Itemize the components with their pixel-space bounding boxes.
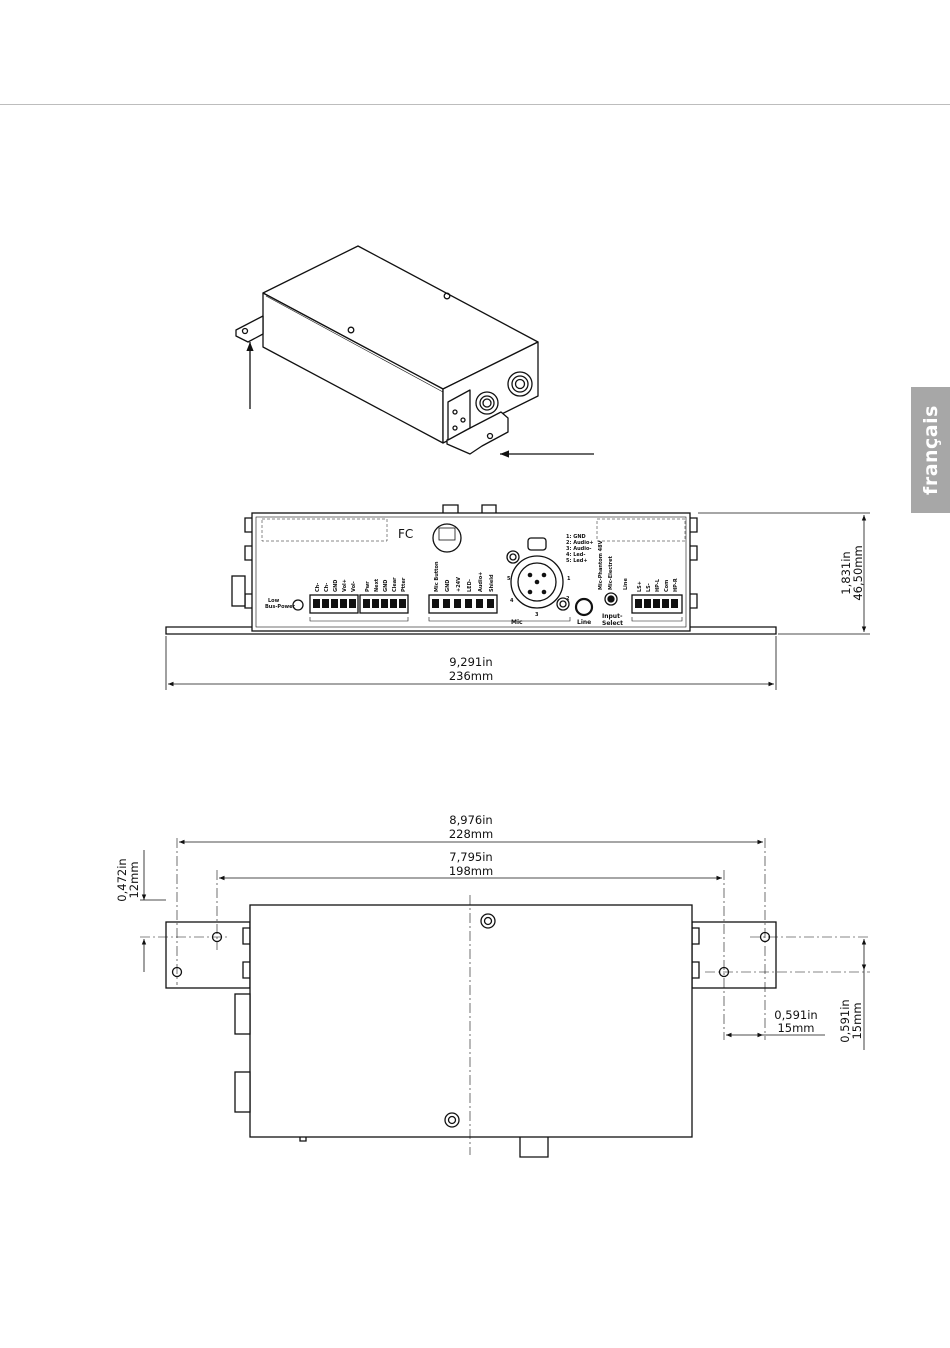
isometric-view: [235, 245, 594, 458]
low-label: Low: [268, 598, 280, 604]
term-label: Clear: [392, 577, 398, 592]
bottom-pitch-mm: 15mm: [850, 1002, 864, 1039]
xlr-pinout: 1: GND 2: Audio+ 3: Audio- 4: Led- 5: Le…: [566, 534, 594, 564]
term-label: Ch-: [324, 583, 330, 592]
xlr-pin-number: 3: [535, 612, 539, 618]
terminal-labels-2: Pwr Next GND Clear Ptter: [365, 577, 407, 592]
term-label: LS+: [637, 581, 643, 592]
term-label: LS-: [646, 583, 652, 592]
term-label: HP-R: [673, 578, 679, 592]
xlr-pin-number: 1: [567, 576, 571, 582]
term-label: LED-: [467, 579, 473, 592]
pinout-line: 4: Led-: [566, 552, 585, 558]
input-select-label-1: Input-: [602, 613, 623, 620]
fc-logo: FC: [398, 527, 413, 541]
term-label: Audio+: [478, 572, 484, 592]
bottom-offset-in: 0,472in: [115, 858, 129, 901]
bottom-overall-mm: 228mm: [449, 827, 493, 841]
language-tab[interactable]: français: [911, 387, 950, 513]
bottom-holes-mm: 198mm: [449, 864, 493, 878]
bottom-overall-in: 8,976in: [449, 813, 492, 827]
input-select-options: Mic-Phantom 48V Mic-Electret Line: [598, 540, 629, 590]
term-label: Vol+: [342, 579, 348, 592]
xlr-pin-numbers: 1 2 3 4 5: [507, 576, 571, 618]
bus-power-label: Bus-Power: [265, 604, 296, 610]
term-label: Com: [664, 580, 670, 592]
pinout-line: 1: GND: [566, 534, 586, 540]
pinout-line: 3: Audio-: [566, 546, 591, 552]
term-label: Pwr: [365, 581, 371, 592]
input-option: Mic-Phantom 48V: [598, 540, 604, 590]
xlr-pin-number: 4: [510, 598, 514, 604]
term-label: Next: [374, 578, 380, 592]
term-label: Mic Button: [434, 561, 440, 592]
bottom-edge-mm: 15mm: [777, 1021, 814, 1035]
bottom-offset-mm: 12mm: [127, 861, 141, 898]
front-height-in: 1,831in: [839, 551, 853, 594]
term-label: HP-L: [655, 578, 661, 592]
bottom-view: 8,976in 228mm 7,795in 198mm 0,472in 12mm…: [115, 813, 870, 1158]
terminal-pins: [313, 572, 678, 608]
terminal-labels-1: Ch- Ch- GND Vol+ Vol-: [315, 579, 357, 592]
mic-label: Mic: [511, 619, 523, 626]
term-label: Ch-: [315, 583, 321, 592]
front-view: FC Low Bus-Power Ch- Ch- GND Vol+ Vol- P…: [165, 504, 870, 690]
input-option: Mic-Electret: [608, 556, 614, 590]
term-label: Vol-: [351, 581, 357, 592]
term-label: Shield: [489, 574, 495, 592]
xlr-pin-number: 5: [507, 576, 511, 582]
pinout-line: 5: Led+: [566, 558, 588, 564]
term-label: GND: [383, 580, 389, 592]
front-width-mm: 236mm: [449, 669, 493, 683]
input-select-label-2: Select: [602, 620, 623, 627]
term-label: GND: [445, 580, 451, 592]
header-rule: [0, 104, 950, 105]
term-label: Ptter: [401, 577, 407, 592]
line-label: Line: [577, 619, 591, 626]
bottom-edge-in: 0,591in: [774, 1008, 817, 1022]
front-width-in: 9,291in: [449, 655, 492, 669]
bottom-holes-in: 7,795in: [449, 850, 492, 864]
term-label: +24V: [456, 577, 462, 592]
front-height-mm: 46,50mm: [851, 545, 865, 600]
terminal-labels-4: LS+ LS- HP-L Com HP-R: [637, 578, 679, 592]
xlr-pin-number: 2: [566, 596, 570, 602]
input-option: Line: [623, 578, 629, 590]
bottom-pitch-in: 0,591in: [838, 999, 852, 1042]
term-label: GND: [333, 580, 339, 592]
pinout-line: 2: Audio+: [566, 540, 594, 546]
terminal-labels-3: Mic Button GND +24V LED- Audio+ Shield: [434, 561, 495, 592]
